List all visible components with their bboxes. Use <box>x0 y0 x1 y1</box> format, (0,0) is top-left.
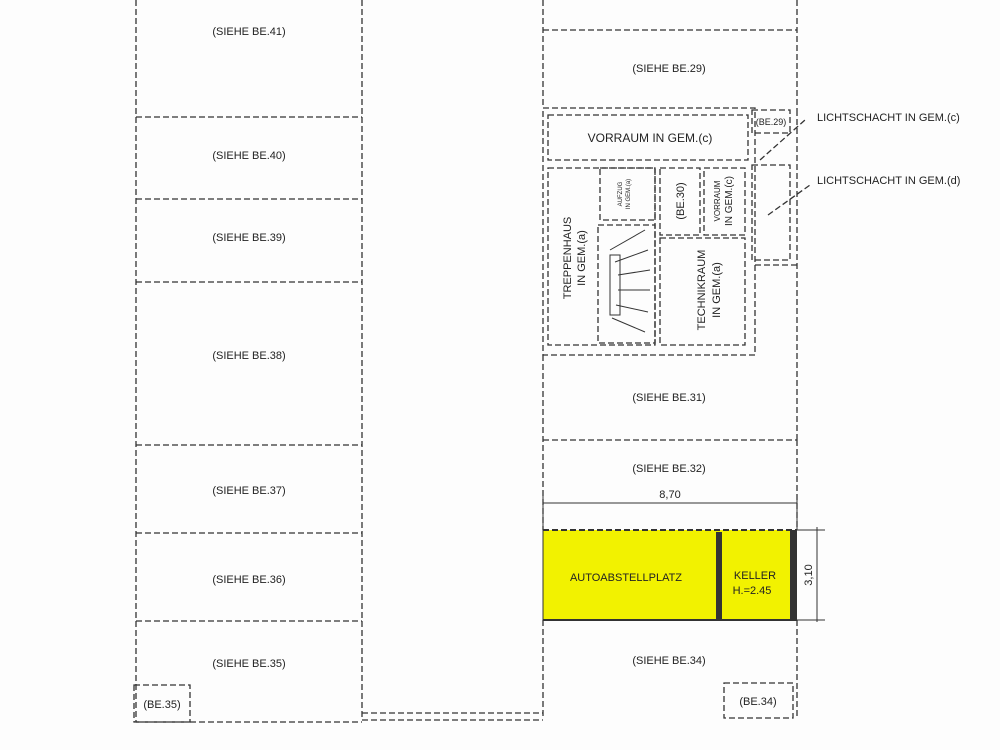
stair-symbol <box>609 229 651 333</box>
unit-label-be31: (SIEHE BE.31) <box>632 392 705 404</box>
room-vorraum-top: VORRAUM IN GEM.(c) <box>588 131 713 145</box>
room-vorraum-side-line1: VORRAUM <box>713 180 722 221</box>
room-vorraum-side-line2: IN GEM.(c) <box>724 176 735 226</box>
unit-label-be34: (SIEHE BE.34) <box>632 655 705 667</box>
unit-label-be32: (SIEHE BE.32) <box>632 463 705 475</box>
dimension-lines <box>542 495 825 622</box>
room-technikraum-line2: IN GEM.(a) <box>711 262 723 318</box>
unit-label-be38: (SIEHE BE.38) <box>212 350 285 362</box>
highlighted-unit <box>542 529 797 621</box>
unit-label-be39: (SIEHE BE.39) <box>212 232 285 244</box>
tag-be29: (BE.29) <box>756 117 787 127</box>
room-autoabstellplatz: AUTOABSTELLPLATZ <box>570 572 682 584</box>
room-technikraum-line1: TECHNIKRAUM <box>696 250 708 331</box>
room-aufzug-line1: AUFZUG <box>618 181 624 206</box>
unit-label-be37: (SIEHE BE.37) <box>212 485 285 497</box>
dimension-width: 8,70 <box>659 489 680 501</box>
tag-be30: (BE.30) <box>675 182 687 219</box>
room-aufzug-line2: IN GEM.(a) <box>626 179 632 209</box>
keller-height: H.=2.45 <box>733 585 772 597</box>
dimension-depth: 3,10 <box>803 564 815 585</box>
room-treppenhaus-line1: TREPPENHAUS <box>562 217 574 300</box>
lichtschacht-d-label: LICHTSCHACHT IN GEM.(d) <box>817 175 960 187</box>
tag-be34: (BE.34) <box>739 696 776 708</box>
right-column <box>542 0 811 719</box>
unit-label-be41: (SIEHE BE.41) <box>212 26 285 38</box>
unit-label-be40: (SIEHE BE.40) <box>212 150 285 162</box>
unit-label-be36: (SIEHE BE.36) <box>212 574 285 586</box>
tag-be35: (BE.35) <box>143 699 180 711</box>
room-keller: KELLER <box>734 570 776 582</box>
left-column <box>133 0 543 723</box>
unit-label-be29: (SIEHE BE.29) <box>632 63 705 75</box>
room-treppenhaus-line2: IN GEM.(a) <box>576 230 588 286</box>
unit-label-be35: (SIEHE BE.35) <box>212 658 285 670</box>
lichtschacht-c-label: LICHTSCHACHT IN GEM.(c) <box>817 112 960 124</box>
